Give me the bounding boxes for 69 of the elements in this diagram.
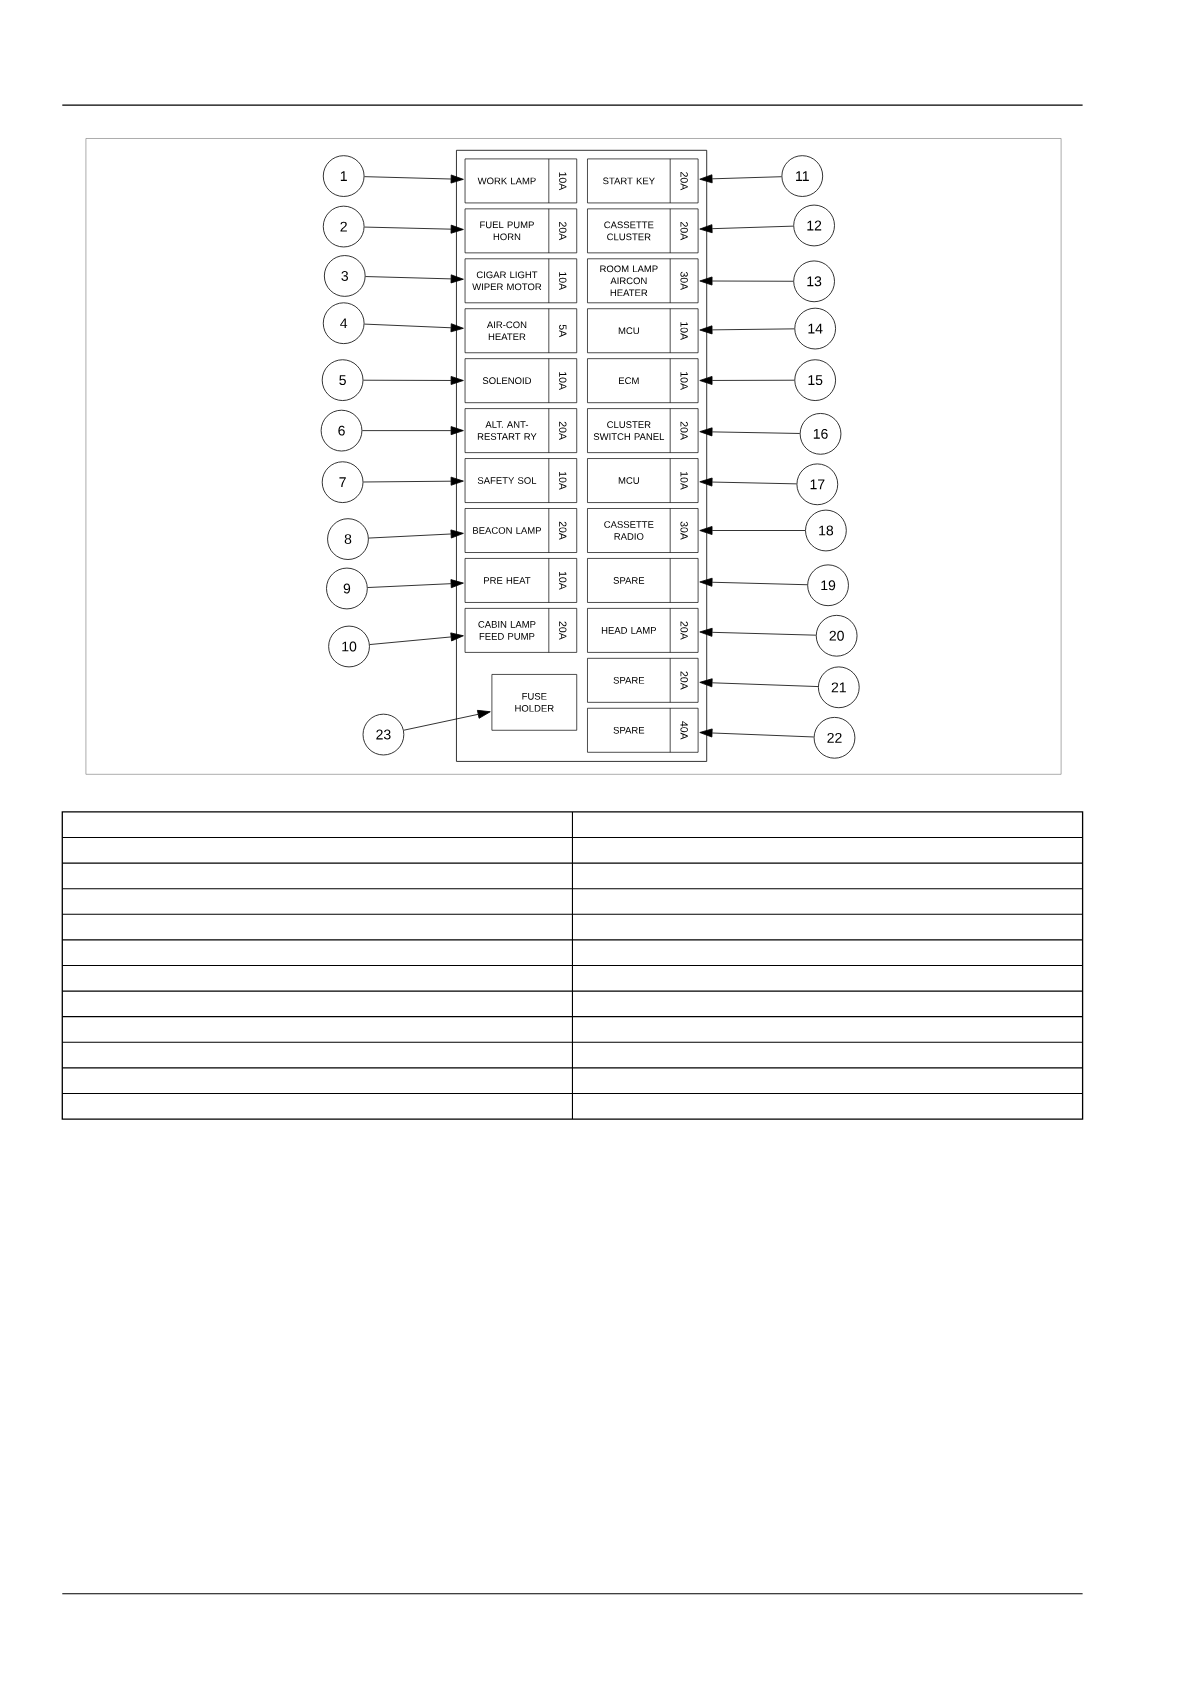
arrow [364, 323, 464, 333]
arrow [363, 476, 464, 486]
callout-number: 15 [794, 359, 836, 401]
fuse: SPARE [587, 558, 699, 603]
callout-number: 10 [328, 625, 370, 668]
fuse: MCU 10A [587, 308, 699, 354]
fuse: WORK LAMP 10A [464, 158, 578, 204]
arrow [699, 325, 795, 335]
fuse: CASSETTE RADIO 30A [587, 508, 699, 553]
fuse: CABIN LAMP FEED PUMP 20A [464, 608, 578, 653]
callout-number: 19 [807, 564, 849, 607]
fuse: SAFETY SOL 10A [464, 458, 578, 503]
fuse: BEACON LAMP 20A [464, 508, 578, 553]
arrow [369, 632, 464, 645]
arrow [364, 224, 464, 234]
arrow [361, 426, 464, 436]
fuse: SPARE 20A [587, 657, 699, 703]
fuse: FUEL PUMP HORN 20A [464, 208, 578, 254]
arrow [699, 627, 817, 637]
fuse-holder: FUSE HOLDER [491, 674, 578, 731]
arrow [699, 276, 794, 286]
callout-number: 12 [793, 204, 835, 247]
arrow [699, 728, 815, 738]
fuse: SOLENOID 10A [464, 358, 578, 404]
callout-number: 2 [322, 205, 365, 248]
arrow [699, 174, 782, 184]
callout-number: 3 [323, 255, 366, 297]
fuse: HEAD LAMP 20A [587, 608, 699, 653]
fuse: ALT. ANT-RESTART RY 20A [464, 408, 578, 453]
arrow [699, 376, 795, 385]
arrow [699, 678, 819, 688]
fuse: PRE HEAT 10A [464, 558, 578, 603]
fuse: ECM 10A [587, 358, 699, 404]
fuse: START KEY 20A [587, 158, 699, 204]
fuse: CASSETTE CLUSTER 20A [587, 208, 699, 254]
arrow [699, 224, 794, 234]
callout-number: 16 [799, 413, 842, 455]
arrow [364, 174, 464, 184]
callout-number: 8 [327, 518, 369, 560]
arrow [363, 376, 464, 385]
fuse: SPARE 40A [587, 707, 699, 753]
arrow [699, 577, 808, 587]
fuse: MCU 10A [587, 458, 699, 503]
fuse: CIGAR LIGHT WIPER MOTOR 10A [464, 258, 578, 304]
callout-number: 23 [362, 713, 405, 756]
arrow [403, 709, 491, 731]
arrow [365, 274, 464, 284]
fuse: AIR-CON HEATER 5A [464, 308, 578, 354]
callout-number: 5 [321, 359, 364, 401]
callout-number: 18 [805, 509, 847, 552]
arrow [699, 477, 797, 487]
callout-number: 21 [818, 666, 860, 709]
callout-number: 17 [796, 463, 839, 506]
arrow [699, 427, 801, 437]
callout-number: 7 [321, 461, 364, 503]
callout-number: 11 [781, 155, 824, 197]
arrow [368, 529, 464, 539]
callout-number: 9 [326, 567, 368, 610]
arrow [699, 526, 806, 535]
callout-number: 20 [815, 614, 858, 657]
callout-number: 6 [320, 409, 363, 452]
callout-number: 22 [813, 717, 856, 759]
fuse: ROOM LAMP AIRCON HEATER 30A [587, 258, 699, 304]
fuse: CLUSTER SWITCH PANEL 20A [587, 408, 699, 453]
callout-number: 13 [793, 260, 835, 303]
callout-number: 14 [794, 307, 836, 350]
callout-number: 1 [322, 155, 365, 197]
callout-number: 4 [322, 302, 365, 344]
arrow [367, 579, 464, 589]
